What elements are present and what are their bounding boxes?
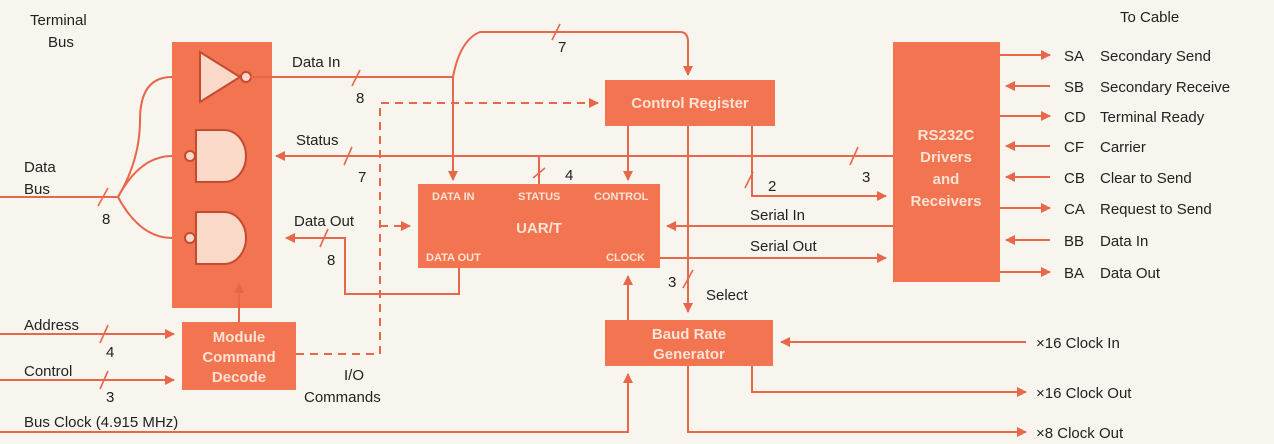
baud-title-1: Baud Rate bbox=[652, 326, 726, 343]
select-label: Select bbox=[706, 287, 749, 304]
uart-control-pin: CONTROL bbox=[594, 191, 649, 203]
clock-in-16-label: ×16 Clock In bbox=[1036, 335, 1120, 352]
signal-sb-name: Secondary Receive bbox=[1100, 79, 1230, 96]
signal-ca-name: Request to Send bbox=[1100, 201, 1212, 218]
select-width: 3 bbox=[668, 274, 676, 291]
input-buffer-gate bbox=[199, 50, 242, 104]
rs232-signal-wires bbox=[1000, 50, 1051, 277]
data-out-label: Data Out bbox=[294, 213, 355, 230]
status-width: 7 bbox=[358, 169, 366, 186]
rs232-title-4: Receivers bbox=[911, 193, 982, 210]
signal-bb-name: Data In bbox=[1100, 233, 1148, 250]
to-cable-label: To Cable bbox=[1120, 9, 1179, 26]
data-out-gate-bubble bbox=[184, 232, 196, 244]
status-wires bbox=[275, 146, 893, 184]
rs232-block bbox=[893, 42, 1000, 282]
bus-clock-label: Bus Clock (4.915 MHz) bbox=[24, 414, 178, 431]
terminal-bus-label-2: Bus bbox=[48, 34, 74, 51]
io-commands-label: I/O bbox=[344, 367, 364, 384]
signal-sa-code: SA bbox=[1064, 48, 1084, 65]
rs232-width: 3 bbox=[862, 169, 870, 186]
top-bus-width: 7 bbox=[558, 39, 566, 56]
module-title-2: Command bbox=[202, 349, 275, 366]
rs232-title-1: RS232C bbox=[918, 127, 975, 144]
uart-title: UAR/T bbox=[516, 220, 562, 237]
signal-sa-name: Secondary Send bbox=[1100, 48, 1211, 65]
baud-wires bbox=[623, 126, 1027, 437]
status-gate-bubble bbox=[184, 150, 196, 162]
signal-cd-name: Terminal Ready bbox=[1100, 109, 1205, 126]
control-label: Control bbox=[24, 363, 72, 380]
signal-cb-name: Clear to Send bbox=[1100, 170, 1192, 187]
module-title-1: Module bbox=[213, 329, 266, 346]
data-out-width: 8 bbox=[327, 252, 335, 269]
signal-bb-code: BB bbox=[1064, 233, 1084, 250]
rs232-title-3: and bbox=[933, 171, 960, 188]
buffer-inversion-bubble bbox=[240, 71, 252, 83]
data-bus-label: Data bbox=[24, 159, 56, 176]
bus-clock-wires bbox=[0, 373, 633, 433]
control-register-wires bbox=[623, 126, 887, 201]
control-width: 3 bbox=[106, 389, 114, 406]
signal-ca-code: CA bbox=[1064, 201, 1085, 218]
module-title-3: Decode bbox=[212, 369, 266, 386]
signal-sb-code: SB bbox=[1064, 79, 1084, 96]
clock-out-16-label: ×16 Clock Out bbox=[1036, 385, 1132, 402]
clock-out-8-label: ×8 Clock Out bbox=[1036, 425, 1124, 442]
data-in-label: Data In bbox=[292, 54, 340, 71]
address-label: Address bbox=[24, 317, 79, 334]
signal-ba-code: BA bbox=[1064, 265, 1084, 282]
io-command-wires bbox=[296, 98, 599, 355]
serial-wires bbox=[660, 221, 893, 263]
decode-wires bbox=[0, 283, 244, 390]
signal-cb-code: CB bbox=[1064, 170, 1085, 187]
control-register-block bbox=[605, 80, 775, 126]
control-register-title: Control Register bbox=[631, 95, 749, 112]
signal-ba-name: Data Out bbox=[1100, 265, 1161, 282]
baud-rate-generator-block bbox=[605, 320, 773, 366]
serial-out-label: Serial Out bbox=[750, 238, 818, 255]
rs232-title-2: Drivers bbox=[920, 149, 972, 166]
terminal-bus-label: Terminal bbox=[30, 12, 87, 29]
signal-cf-code: CF bbox=[1064, 139, 1084, 156]
uart-clock-pin: CLOCK bbox=[606, 252, 645, 264]
status-label: Status bbox=[296, 132, 339, 149]
data-out-wires bbox=[285, 228, 460, 295]
uart-status-pin: STATUS bbox=[518, 191, 560, 203]
data-in-width: 8 bbox=[356, 90, 364, 107]
serial-in-label: Serial In bbox=[750, 207, 805, 224]
signal-cd-code: CD bbox=[1064, 109, 1086, 126]
io-commands-label-2: Commands bbox=[304, 389, 381, 406]
data-bus-wires bbox=[0, 76, 173, 239]
uart-data-out-pin: DATA OUT bbox=[426, 252, 481, 264]
module-command-decode-block bbox=[182, 322, 296, 390]
data-in-wires bbox=[250, 23, 693, 181]
control-to-rs232-width: 2 bbox=[768, 178, 776, 195]
uart-block bbox=[418, 184, 660, 268]
baud-title-2: Generator bbox=[653, 346, 725, 363]
data-bus-width: 8 bbox=[102, 211, 110, 228]
data-out-and-gate bbox=[195, 211, 247, 265]
signal-cf-name: Carrier bbox=[1100, 139, 1146, 156]
data-bus-label-2: Bus bbox=[24, 181, 50, 198]
status-and-gate bbox=[195, 129, 247, 183]
uart-data-in-pin: DATA IN bbox=[432, 191, 475, 203]
uart-status-width: 4 bbox=[565, 167, 573, 184]
address-width: 4 bbox=[106, 344, 114, 361]
